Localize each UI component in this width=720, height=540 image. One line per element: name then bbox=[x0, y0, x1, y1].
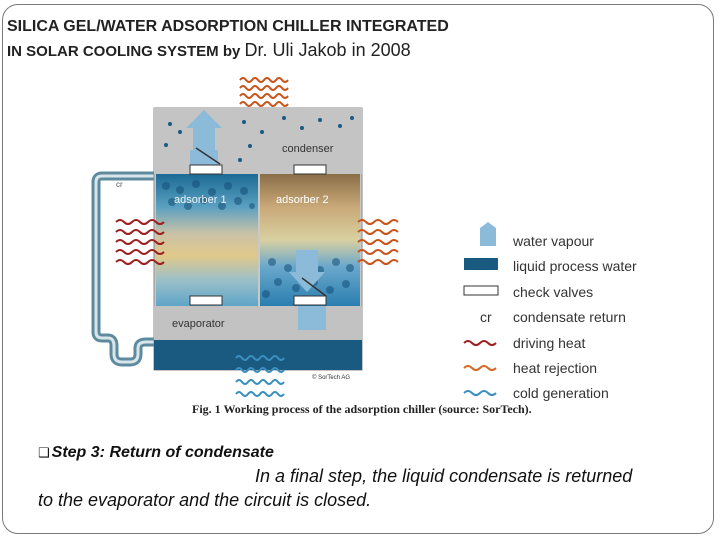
checkbox-bullet-icon: ❑ bbox=[38, 446, 50, 461]
water-vapour-icon bbox=[480, 222, 496, 246]
step-heading-text: Step 3: Return of condensate bbox=[51, 444, 274, 461]
step-heading: ❑Step 3: Return of condensate bbox=[38, 444, 274, 462]
legend-label-check-valves: check valves bbox=[513, 284, 593, 300]
cr-label: cr bbox=[116, 180, 123, 189]
evaporator-water bbox=[154, 340, 362, 370]
adsorber-2-label: adsorber 2 bbox=[276, 194, 329, 206]
slide-frame bbox=[2, 4, 714, 534]
title-line-1: SILICA GEL/WATER ADSORPTION CHILLER INTE… bbox=[7, 18, 449, 35]
heat-rejection-arrows-right bbox=[357, 219, 399, 265]
legend-label-condensate-return: condensate return bbox=[513, 309, 626, 325]
condensate-return-pipe bbox=[91, 171, 156, 367]
legend-label-water-vapour: water vapour bbox=[512, 233, 594, 249]
vapour-arrow-down bbox=[289, 250, 325, 292]
title-line-2: IN SOLAR COOLING SYSTEM by Dr. Uli Jakob… bbox=[7, 40, 411, 61]
legend-label-heat-rejection: heat rejection bbox=[513, 360, 597, 376]
adsorber-1-label: adsorber 1 bbox=[174, 194, 227, 206]
title-line-2-prefix: IN SOLAR COOLING SYSTEM by bbox=[7, 43, 245, 60]
liquid-process-water-icon bbox=[464, 258, 498, 270]
legend-label-cold-generation: cold generation bbox=[513, 385, 609, 401]
check-valves bbox=[189, 147, 327, 306]
figure-caption: Fig. 1 Working process of the adsorption… bbox=[192, 402, 532, 416]
title-author: Dr. Uli Jakob in 2008 bbox=[244, 40, 411, 60]
cold-generation-icon bbox=[463, 390, 497, 396]
condenser-chamber bbox=[154, 108, 362, 174]
condensate-return-icon: cr bbox=[480, 309, 492, 325]
evaporator-label: evaporator bbox=[172, 318, 225, 330]
condenser-label: condenser bbox=[282, 143, 334, 155]
step-body-line-1: In a final step, the liquid condensate i… bbox=[255, 466, 633, 486]
cold-generation-arrows bbox=[235, 355, 285, 397]
driving-heat-arrows bbox=[115, 219, 165, 265]
adsorbent-beads bbox=[162, 180, 354, 298]
check-valves-icon bbox=[463, 285, 499, 296]
water-droplets bbox=[164, 116, 354, 162]
vapour-rising-evaporator bbox=[298, 306, 326, 330]
vapour-arrow-up bbox=[186, 110, 222, 150]
vapour-arrow-up-stem bbox=[190, 150, 218, 166]
legend: water vapour liquid process water check … bbox=[463, 222, 637, 401]
step-body-line-2: to the evaporator and the circuit is clo… bbox=[38, 490, 372, 510]
evaporator-chamber bbox=[154, 306, 362, 340]
legend-label-driving-heat: driving heat bbox=[513, 335, 585, 351]
copyright-label: © SorTech AG bbox=[312, 374, 350, 381]
driving-heat-icon bbox=[463, 340, 497, 346]
heat-rejection-arrows-top bbox=[239, 77, 289, 107]
heat-rejection-icon bbox=[463, 365, 497, 371]
legend-label-liquid-process-water: liquid process water bbox=[513, 258, 637, 274]
adsorber-1-bed bbox=[156, 174, 258, 306]
